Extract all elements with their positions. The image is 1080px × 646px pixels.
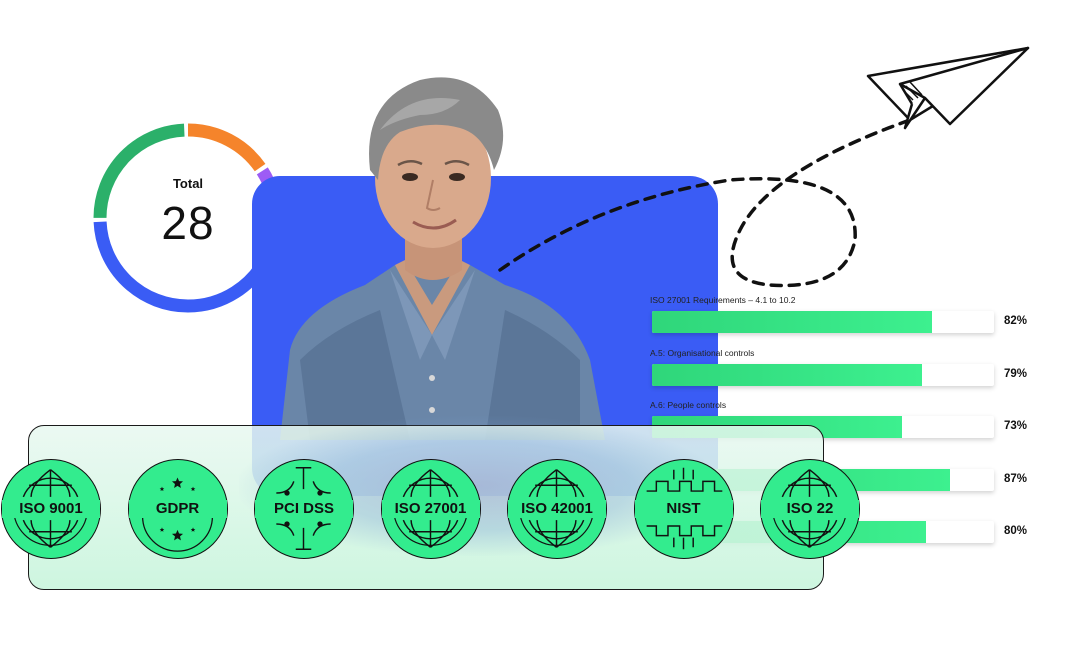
progress-fill [652,311,933,333]
requirement-title: A.6: People controls [650,400,727,410]
requirement-row: ISO 27001 Requirements – 4.1 to 10.2 82% [650,293,1050,346]
framework-badge: ISO 9001 [1,459,101,559]
progress-fill [652,363,923,386]
donut-segment-2 [93,123,283,313]
globe-icon [772,469,847,548]
requirement-row: A.5: Organisational controls 79% [650,346,1050,399]
framework-badge-label: GDPR [128,500,227,518]
person-photo [280,77,605,440]
requirement-title: ISO 27001 Requirements – 4.1 to 10.2 [650,295,796,305]
donut-segment-0 [93,123,283,313]
globe-icon [13,469,88,548]
requirement-title: A.5: Organisational controls [650,347,755,358]
progress-track [652,311,994,333]
requirement-percent: 79% [1004,367,1028,380]
circuit-wave-icon [646,467,722,550]
requirement-percent: 87% [1004,472,1028,485]
paper-plane-illustration [498,46,1030,288]
dashed-trail [498,118,912,288]
circuit-icon [276,467,331,550]
globe-icon [392,469,468,548]
framework-badge: NIST [633,459,734,559]
framework-badge: ISO 27001 [380,459,481,559]
framework-badge-label: ISO 9001 [2,500,100,518]
framework-badge-label: ISO 27001 [381,500,480,518]
grey-hair [369,77,504,180]
paper-plane-icon [866,46,1030,130]
framework-badge-label: ISO 22 [761,500,859,518]
globe-icon [519,469,594,548]
framework-badge: GDPR [127,459,228,559]
donut-label: Total [172,176,204,191]
frameworks-panel: ISO 9001 GDPR PCI DSS ISO 27001 ISO 42001 NIS… [1,416,860,590]
framework-badge: ISO 42001 [507,459,607,559]
framework-badge-label: ISO 42001 [508,500,606,518]
donut-value: 28 [161,197,215,249]
framework-badge: PCI DSS [254,459,354,559]
framework-badge-label: NIST [634,500,733,518]
progress-track [652,363,994,386]
requirement-percent: 80% [1004,525,1028,537]
requirement-percent: 82% [1004,315,1028,327]
requirement-percent: 73% [1004,420,1028,432]
framework-badge: ISO 22 [760,459,860,559]
eu-stars-icon [141,477,213,552]
framework-badge-label: PCI DSS [255,500,353,518]
